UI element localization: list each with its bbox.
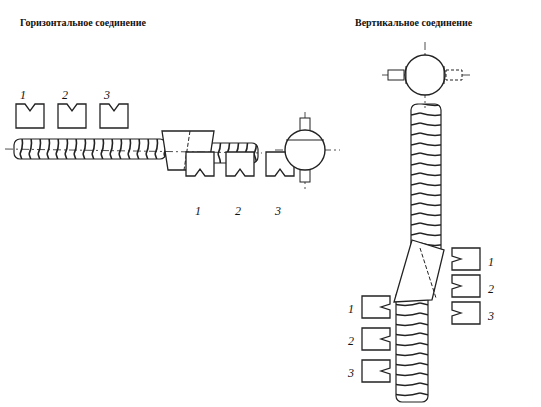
- heading: Горизонтальное соединение: [20, 18, 146, 28]
- callout-number: 1: [20, 89, 26, 101]
- vertical-joint: [362, 42, 480, 402]
- callout-number: 2: [62, 89, 68, 101]
- callout-number: 2: [235, 205, 241, 217]
- callout-number: 2: [488, 283, 494, 295]
- horizontal-joint: [5, 104, 294, 176]
- callout-number: 3: [275, 205, 281, 217]
- callout-number: 1: [348, 303, 354, 315]
- heading: Вертикальное соединение: [355, 18, 472, 28]
- callout-number: 3: [488, 310, 494, 322]
- end-view: [275, 112, 340, 192]
- callout-number: 1: [195, 205, 201, 217]
- callout-number: 3: [104, 89, 110, 101]
- callout-number: 2: [348, 335, 354, 347]
- callout-number: 3: [348, 367, 354, 379]
- callout-number: 1: [488, 256, 494, 268]
